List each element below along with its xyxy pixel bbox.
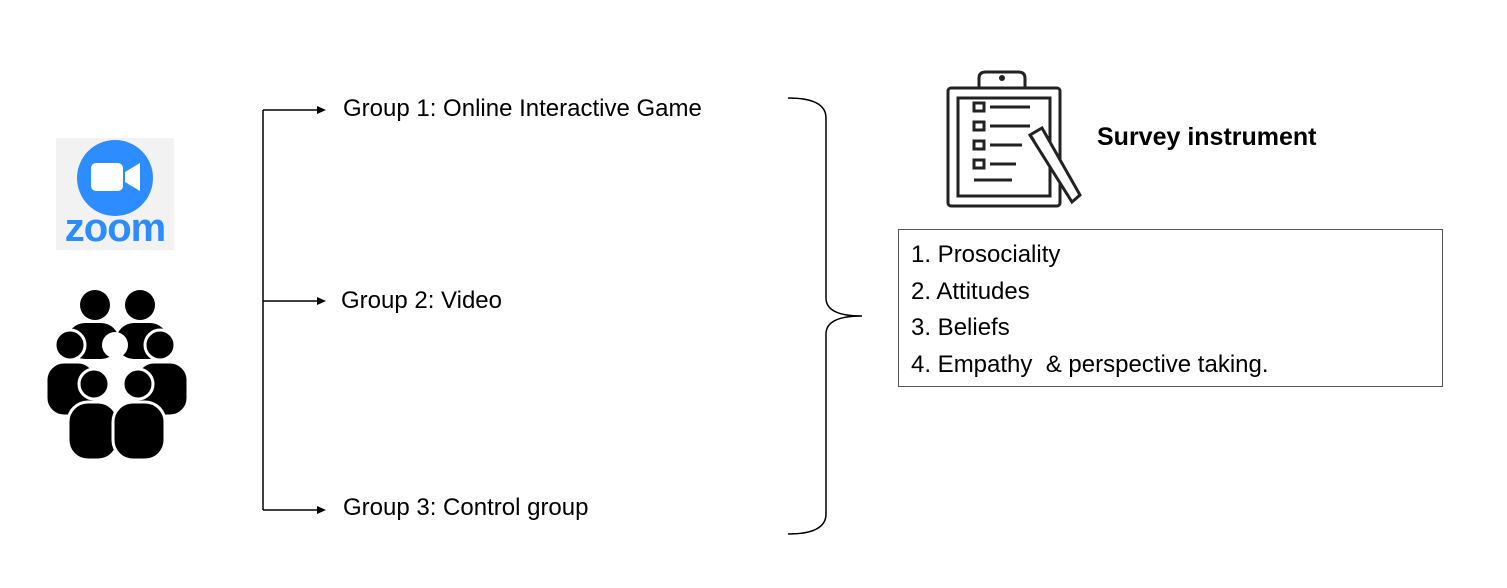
measure-item: 4. Empathy & perspective taking. — [911, 350, 1269, 378]
clipboard-icon — [946, 70, 1082, 208]
measure-item: 1. Prosociality — [911, 241, 1061, 268]
group-1-label: Group 1: Online Interactive Game — [343, 95, 702, 122]
group-2-label: Group 2: Video — [341, 287, 503, 314]
curly-brace — [787, 97, 863, 535]
zoom-camera-icon — [56, 138, 174, 250]
people-group-icon — [44, 290, 190, 462]
group-3-label: Group 3: Control group — [343, 494, 589, 521]
survey-title: Survey instrument — [1097, 123, 1317, 151]
measure-item: 3. Beliefs — [911, 314, 1010, 341]
arrow-group-2 — [263, 297, 326, 305]
measures-list: 1. Prosociality 2. Attitudes 3. Beliefs … — [898, 229, 1443, 387]
zoom-wordmark: zoom — [64, 206, 166, 250]
arrow-group-3 — [263, 506, 326, 514]
measure-item: 2. Attitudes — [911, 277, 1030, 305]
arrow-group-1 — [263, 106, 326, 114]
